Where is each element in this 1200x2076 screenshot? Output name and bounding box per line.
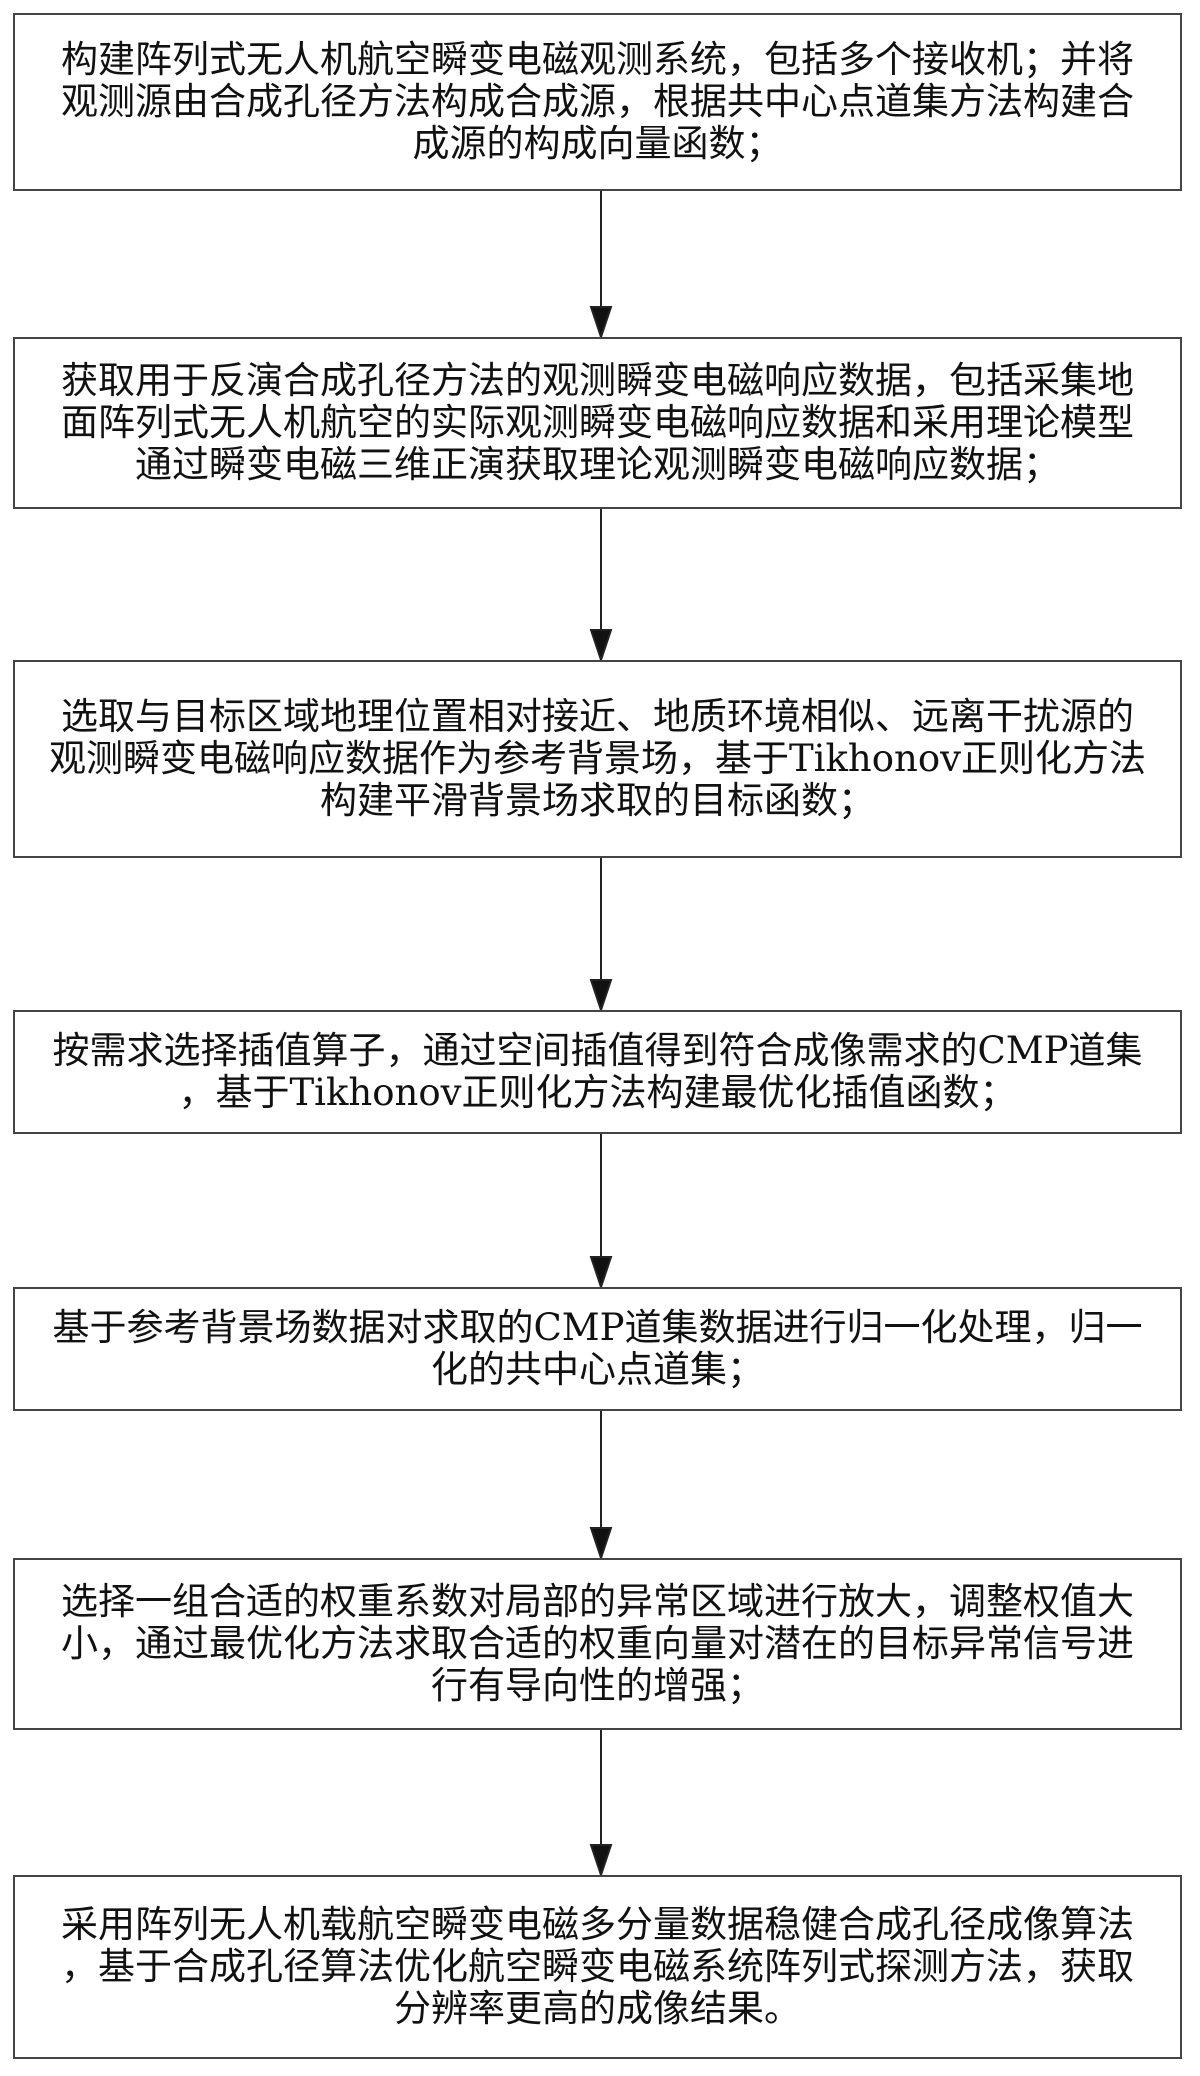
step-6-line: 行有导向性的增强； xyxy=(431,1664,764,1707)
step-3-line: 构建平滑背景场求取的目标函数； xyxy=(320,779,875,822)
step-4-line: 按需求选择插值算子，通过空间插值得到符合成像需求的CMP道集 xyxy=(52,1029,1143,1072)
arrow-head-icon xyxy=(589,629,613,664)
arrow-head-icon xyxy=(589,1256,613,1291)
step-2-box: 获取用于反演合成孔径方法的观测瞬变电磁响应数据，包括采集地 面阵列式无人机航空的… xyxy=(13,337,1182,509)
step-1-line: 构建阵列式无人机航空瞬变电磁观测系统，包括多个接收机；并将 xyxy=(61,38,1134,81)
step-4-box: 按需求选择插值算子，通过空间插值得到符合成像需求的CMP道集 ，基于Tikhon… xyxy=(13,1010,1182,1134)
step-1-line: 成源的构成向量函数； xyxy=(412,122,783,165)
arrow-head-icon xyxy=(589,979,613,1014)
step-7-line: 分辨率更高的成像结果。 xyxy=(394,1987,801,2030)
step-1-line: 观测源由合成孔径方法构成合成源，根据共中心点道集方法构建合 xyxy=(61,80,1134,123)
step-6-box: 选择一组合适的权重系数对局部的异常区域进行放大，调整权值大 小，通过最优化方法求… xyxy=(13,1558,1182,1730)
step-7-line: ，基于合成孔径算法优化航空瞬变电磁系统阵列式探测方法，获取 xyxy=(61,1945,1134,1988)
step-3-line: 观测瞬变电磁响应数据作为参考背景场，基于Tikhonov正则化方法 xyxy=(48,737,1147,780)
step-7-box: 采用阵列无人机载航空瞬变电磁多分量数据稳健合成孔径成像算法 ，基于合成孔径算法优… xyxy=(13,1875,1182,2059)
step-3-line: 选取与目标区域地理位置相对接近、地质环境相似、远离干扰源的 xyxy=(61,695,1134,738)
step-2-line: 面阵列式无人机航空的实际观测瞬变电磁响应数据和采用理论模型 xyxy=(61,401,1134,444)
arrow-head-icon xyxy=(589,306,613,341)
step-3-box: 选取与目标区域地理位置相对接近、地质环境相似、远离干扰源的 观测瞬变电磁响应数据… xyxy=(13,660,1182,858)
arrow-head-icon xyxy=(589,1844,613,1879)
step-4-line: ，基于Tikhonov正则化方法构建最优化插值函数； xyxy=(178,1071,1017,1114)
step-6-line: 选择一组合适的权重系数对局部的异常区域进行放大，调整权值大 xyxy=(61,1580,1134,1623)
step-5-line: 化的共中心点道集； xyxy=(431,1348,764,1391)
step-5-line: 基于参考背景场数据对求取的CMP道集数据进行归一化处理，归一 xyxy=(52,1306,1143,1349)
step-7-line: 采用阵列无人机载航空瞬变电磁多分量数据稳健合成孔径成像算法 xyxy=(61,1903,1134,1946)
step-5-box: 基于参考背景场数据对求取的CMP道集数据进行归一化处理，归一 化的共中心点道集； xyxy=(13,1287,1182,1411)
step-2-line: 获取用于反演合成孔径方法的观测瞬变电磁响应数据，包括采集地 xyxy=(61,359,1134,402)
arrow-head-icon xyxy=(589,1527,613,1562)
step-2-line: 通过瞬变电磁三维正演获取理论观测瞬变电磁响应数据； xyxy=(135,443,1060,486)
step-1-box: 构建阵列式无人机航空瞬变电磁观测系统，包括多个接收机；并将 观测源由合成孔径方法… xyxy=(13,13,1182,191)
step-6-line: 小，通过最优化方法求取合适的权重向量对潜在的目标异常信号进 xyxy=(61,1622,1134,1665)
